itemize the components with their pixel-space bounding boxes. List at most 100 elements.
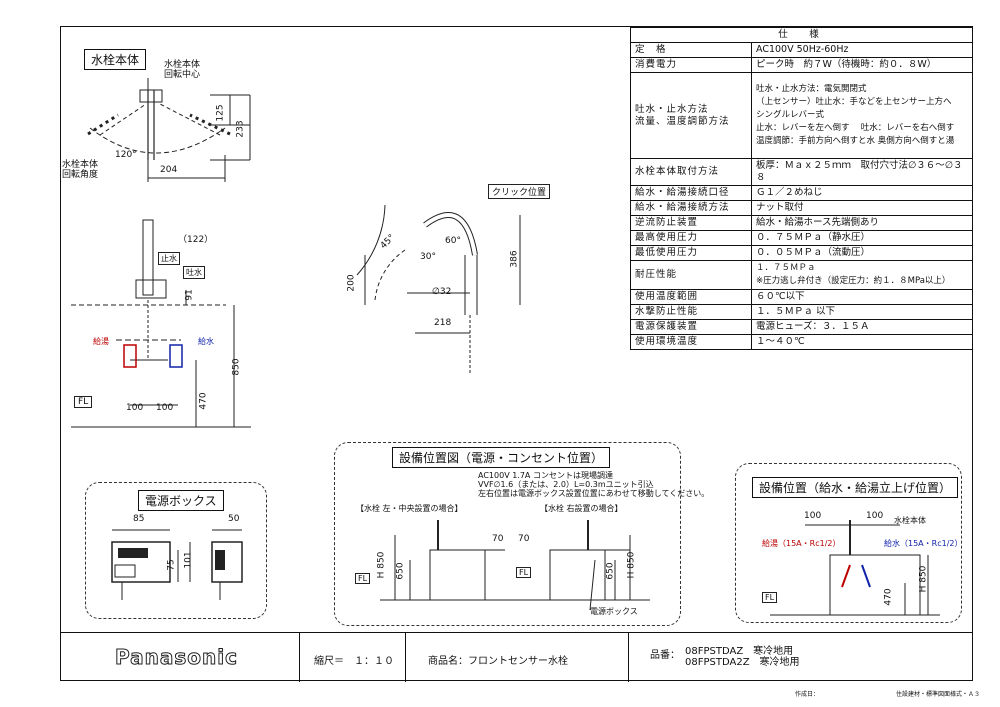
dim-470: 470: [198, 392, 209, 410]
spec-key: 給水・給湯接続方法: [630, 200, 752, 216]
brand-cell: Panasonic: [60, 633, 300, 682]
dim-650-right: 650: [605, 562, 616, 580]
power-box-section: [85, 482, 267, 619]
right-case-label: 【水栓 右設置の場合】: [540, 504, 623, 513]
spec-key: 給水・給湯接続口径: [630, 185, 752, 201]
dim-75: 75: [166, 559, 177, 571]
dim-125: 125: [215, 104, 226, 122]
dim-470: 470: [883, 588, 894, 606]
fl-label: FL: [74, 396, 93, 408]
dim-204: 204: [160, 165, 178, 175]
spec-key: 消費電力: [630, 57, 752, 73]
section-label-power-box: 電源ボックス: [138, 490, 224, 511]
spec-value: １～４０℃: [751, 334, 973, 350]
title-block: Panasonic 縮尺＝ １：１０ 商品名：フロントセンサー水栓 品番： 08…: [60, 632, 973, 682]
footer-form: 住設建材・標準図面様式・Ａ３: [896, 691, 981, 698]
spec-key: 逆流防止装置: [630, 215, 752, 231]
spec-value: 板厚：Ｍａｘ２５ｍｍ 取付穴寸法∅３６～∅３８: [751, 158, 973, 186]
hot-label: 給湯: [93, 337, 109, 346]
spec-key: 水栓本体取付方法: [630, 158, 752, 186]
dim-650-left: 650: [395, 562, 406, 580]
rotation-center-label: 水栓本体回転中心: [164, 60, 201, 80]
dim-85: 85: [133, 514, 145, 524]
spec-value-method: 吐水・止水方法：電気開閉式（上センサー）吐止水：手などを上センサー上方へシングル…: [751, 72, 973, 159]
fl-label-right: FL: [516, 567, 532, 578]
equipment-power-section: [334, 442, 681, 626]
faucet-side-view: [356, 204, 521, 375]
water-label: 吐水: [183, 266, 205, 279]
power-box-drawing: [111, 529, 243, 600]
spec-value: 給水・給湯ホース先端側あり: [751, 215, 973, 231]
left-case-label: 【水栓 左・中央設置の場合】: [356, 504, 463, 513]
fl-label-left: FL: [355, 573, 371, 584]
footer-date: 作成日：: [795, 691, 820, 698]
spec-key: 水撃防止性能: [630, 304, 752, 320]
spec-value: 電源ヒューズ：３．１５Ａ: [751, 319, 973, 335]
spec-key: 使用環境温度: [630, 334, 752, 350]
panasonic-logo: Panasonic: [115, 645, 238, 670]
drawing-frame: [60, 26, 973, 681]
dim-200: 200: [346, 274, 357, 292]
scale-cell: 縮尺＝ １：１０: [300, 633, 406, 682]
cold-label: 給水: [198, 337, 214, 346]
spec-value-pressure: １．７５ＭＰａ※圧力逃し弁付き（設定圧力：約１．８MPa以上）: [751, 260, 973, 290]
spec-value: ０．７５ＭＰａ（静水圧）: [751, 230, 973, 246]
spec-key: 吐水・止水方法流量、温度調節方法: [630, 72, 752, 159]
spec-key: 使用温度範囲: [630, 289, 752, 305]
dim-70-left: 70: [492, 534, 504, 544]
equipment-power-drawing: [380, 520, 650, 611]
dim-30deg: 30°: [420, 252, 436, 262]
dim-70-right: 70: [518, 534, 530, 544]
spec-value: Ｇ１／２めねじ: [751, 185, 973, 201]
dim-101: 101: [183, 551, 194, 569]
spec-title: 仕 様: [630, 27, 973, 43]
spec-value: ０．０５ＭＰａ（流動圧）: [751, 245, 973, 261]
faucet-top-view: [87, 78, 251, 182]
spec-value: AC100V 50Hz-60Hz: [751, 42, 973, 58]
fl-label: FL: [762, 592, 778, 603]
dim-218: 218: [434, 318, 452, 328]
part-number-label: 品番：: [650, 650, 680, 661]
equipment-supply-drawing: [770, 520, 940, 616]
dim-91: 91: [184, 289, 195, 301]
click-position-label: クリック位置: [488, 184, 551, 199]
dim-h850-left: H 850: [376, 551, 387, 579]
dim-50: 50: [228, 514, 240, 524]
spec-value: ６０℃以下: [751, 289, 973, 305]
dim-122: （122）: [178, 235, 214, 245]
dim-100-right: 100: [866, 511, 884, 521]
stop-label: 止水: [158, 252, 180, 265]
faucet-body-label: 水栓本体: [894, 516, 926, 525]
faucet-front-view: [71, 219, 251, 428]
spec-key: 電源保護装置: [630, 319, 752, 335]
spec-value: １．５ＭＰａ 以下: [751, 304, 973, 320]
section-label-equipment-supply: 設備位置（給水・給湯立上げ位置）: [752, 477, 959, 498]
section-label-equipment-power: 設備位置図（電源・コンセント位置）: [392, 447, 611, 468]
dim-60deg: 60°: [445, 236, 461, 246]
spec-key: 定 格: [630, 42, 752, 58]
dim-dia32: ∅32: [432, 287, 452, 297]
power-box-callout: 電源ボックス: [590, 607, 638, 616]
rotation-angle-label: 水栓本体回転角度: [62, 160, 99, 180]
scale-label: 縮尺＝ １：１０: [314, 656, 394, 667]
equipment-supply-section: [735, 463, 962, 623]
dim-120deg: 120°: [115, 150, 137, 160]
dim-100-left: 100: [126, 403, 144, 413]
product-cell: 商品名：フロントセンサー水栓: [406, 633, 629, 682]
cold-supply-label: 給水（15A・Rc1/2）: [884, 539, 963, 548]
dim-h850-right: H 850: [626, 551, 637, 579]
dim-h850: H 850: [918, 565, 929, 593]
spec-value: ナット取付: [751, 200, 973, 216]
spec-key: 最高使用圧力: [630, 230, 752, 246]
section-label-faucet-body: 水栓本体: [84, 49, 147, 70]
spec-value: ピーク時 約７W（待機時：約０．８W）: [751, 57, 973, 73]
dim-100-left: 100: [804, 511, 822, 521]
dim-386: 386: [509, 250, 520, 268]
dim-100-right: 100: [156, 403, 174, 413]
spec-key: 最低使用圧力: [630, 245, 752, 261]
product-name: 商品名：フロントセンサー水栓: [428, 656, 568, 667]
dim-233: 233: [235, 120, 246, 138]
